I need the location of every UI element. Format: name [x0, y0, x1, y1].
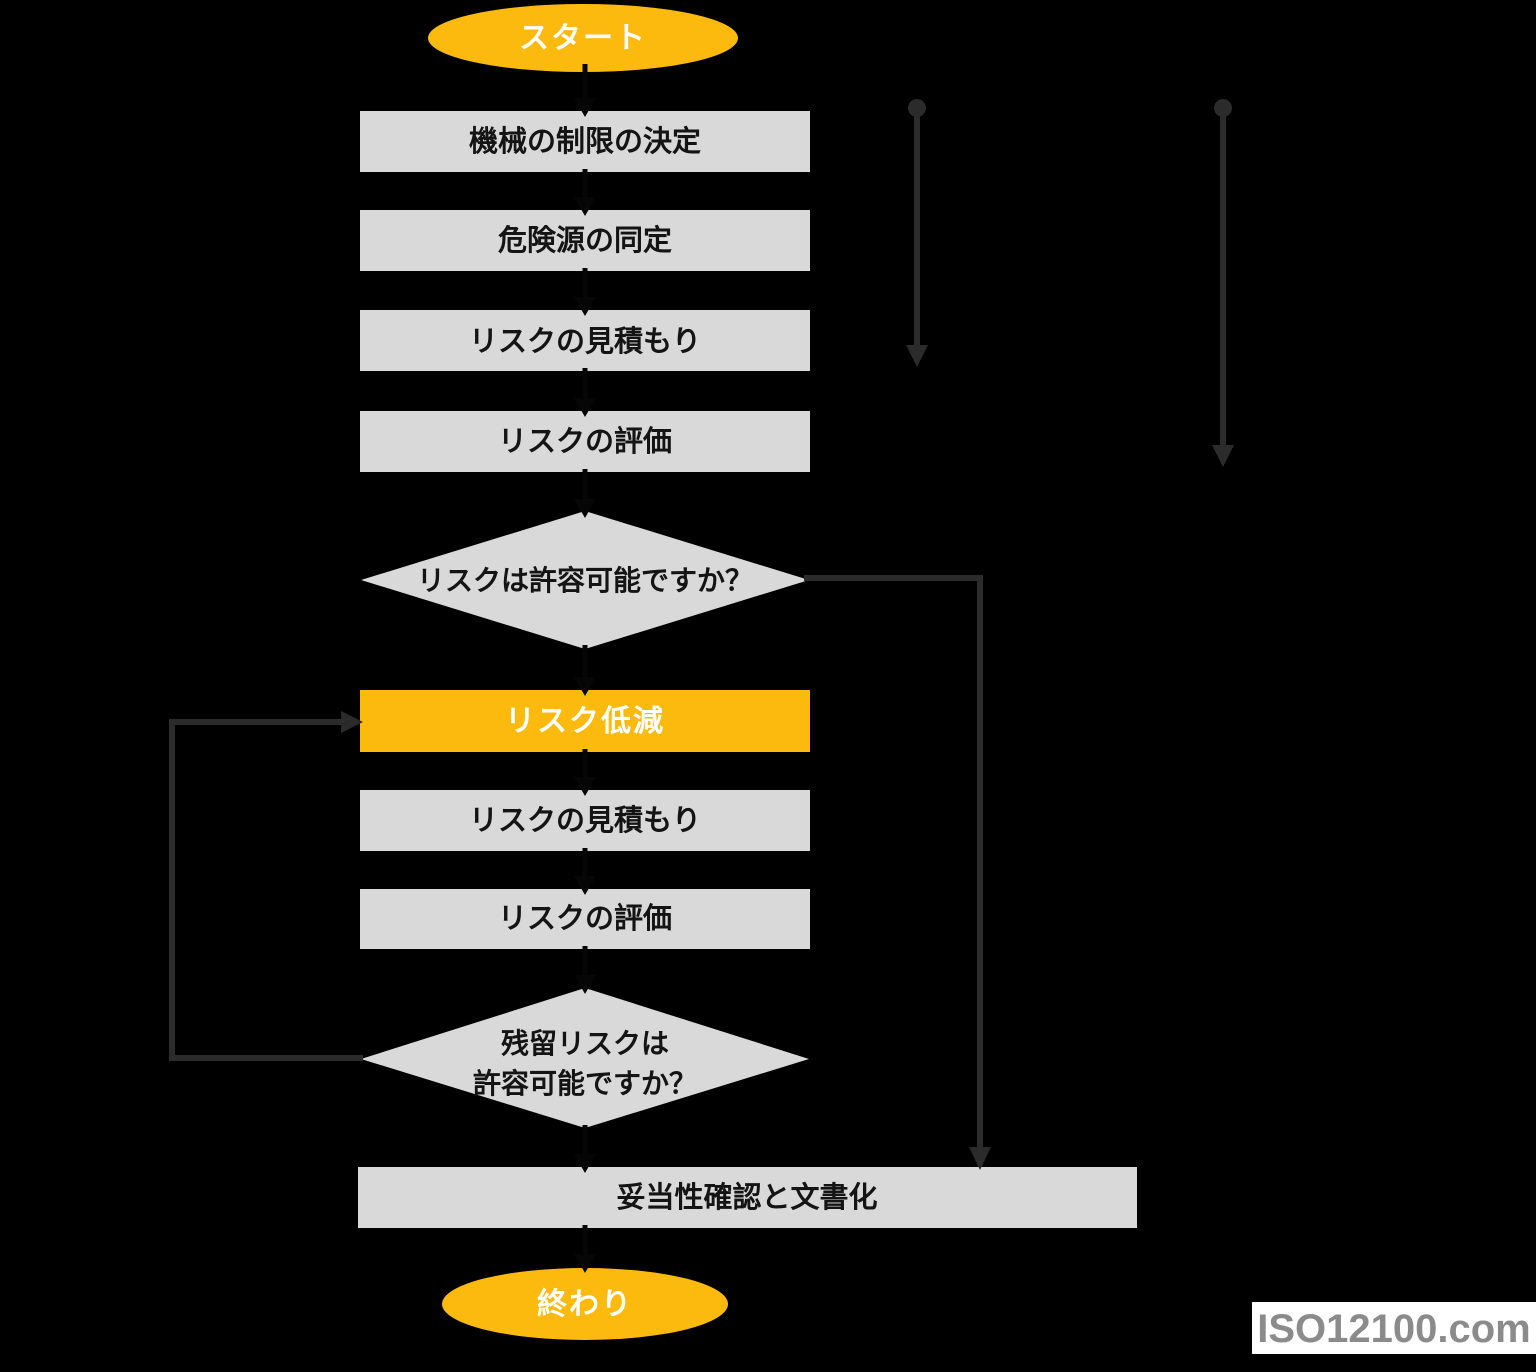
process-box-risk-estimation-1	[360, 310, 810, 371]
machine-limits-label: 機械の制限の決定	[469, 124, 701, 158]
process-box-risk-estimation-2	[360, 790, 810, 851]
arrowhead-estimation2-to-evaluation2	[574, 876, 596, 895]
start-label: スタート	[519, 22, 647, 55]
risk-reduction-label: リスク低減	[505, 705, 665, 738]
arrowhead-evaluation2-to-decision2	[574, 975, 596, 994]
risk-estimation-2-label: リスクの見積もり	[469, 804, 701, 837]
hazard-identification-label: 危険源の同定	[498, 223, 672, 257]
watermark-text: ISO12100.com	[1257, 1307, 1531, 1351]
arrowhead-estimation1-to-evaluation1	[574, 398, 596, 417]
arrowhead-decision2-to-validation	[574, 1154, 596, 1173]
arrowhead-loop-risk-reduction	[341, 711, 363, 733]
risk-evaluation-1-label: リスクの評価	[498, 424, 672, 458]
risk-estimation-1-label: リスクの見積もり	[469, 325, 701, 358]
process-box-risk-evaluation-1	[360, 411, 810, 472]
process-box-risk-evaluation-2	[360, 889, 810, 949]
arrowhead-machine-limits-to-hazard	[574, 197, 596, 216]
process-box-risk-reduction	[360, 690, 810, 752]
bracket-arrow-2-head	[1212, 445, 1234, 467]
validation-label: 妥当性確認と文書化	[616, 1180, 877, 1214]
decision-residual-line1: 残留リスクは	[501, 1028, 669, 1059]
no-path-decision1-to-validation	[804, 575, 983, 1147]
end-label: 終わり	[537, 1287, 633, 1321]
watermark-background	[1252, 1302, 1536, 1354]
decision-residual-line2: 許容可能ですか？	[473, 1067, 697, 1099]
arrowhead-start-to-machine-limits	[574, 98, 596, 117]
decision-diamond-risk-acceptable	[361, 511, 809, 649]
arrowhead-no-path-validation	[969, 1147, 991, 1170]
arrowhead-decision1-to-risk-reduction	[574, 677, 596, 696]
process-box-hazard-identification	[360, 210, 810, 271]
risk-evaluation-2-label: リスクの評価	[498, 901, 672, 935]
arrowhead-hazard-to-estimation1	[574, 297, 596, 316]
arrowhead-validation-to-end	[574, 1254, 596, 1273]
arrowhead-risk-reduction-to-estimation2	[574, 777, 596, 796]
decision-risk-acceptable-label: リスクは許容可能ですか？	[417, 564, 753, 596]
process-box-machine-limits	[360, 111, 810, 172]
process-box-validation-documentation	[358, 1167, 1137, 1228]
decision-diamond-residual-risk	[361, 988, 809, 1128]
start-terminator-shape	[428, 4, 738, 72]
bracket-arrow-1-head	[906, 345, 928, 367]
loop-path-decision2-to-risk-reduction	[169, 719, 363, 1061]
end-terminator-shape	[442, 1268, 728, 1340]
arrowhead-evaluation1-to-decision1	[574, 499, 596, 518]
